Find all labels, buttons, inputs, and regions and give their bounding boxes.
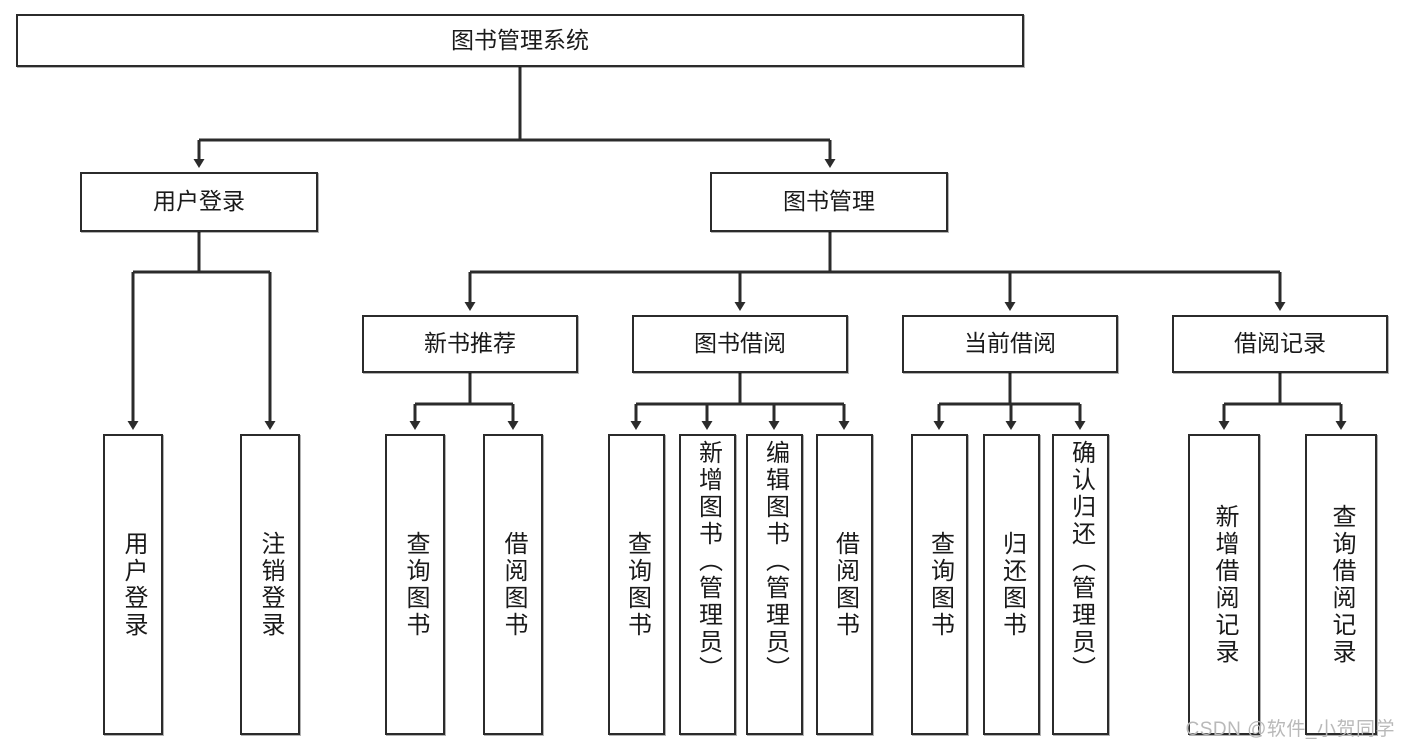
node-label: 借阅图书 [500,530,527,639]
node-label: 借阅图书 [831,530,859,639]
watermark: CSDN @软件_小贺同学 [1185,719,1395,740]
node-label: 借阅记录 [1234,330,1326,357]
node-label: 查询图书 [402,530,429,639]
node-label: 当前借阅 [964,330,1056,357]
node-leaf-confirm-return-admin[interactable]: 确认归还（管理员） [1052,434,1109,735]
node-level1-user-login[interactable]: 用户登录 [80,172,318,232]
node-level2-new-book-recommend[interactable]: 新书推荐 [362,315,578,373]
node-leaf-borrow-book-recommend[interactable]: 借阅图书 [483,434,543,735]
node-label: 编辑图书（管理员） [761,440,789,683]
node-level2-current-borrow[interactable]: 当前借阅 [902,315,1118,373]
node-label: 用户登录 [153,188,245,215]
node-leaf-edit-book-admin[interactable]: 编辑图书（管理员） [746,434,803,735]
node-leaf-query-book-recommend[interactable]: 查询图书 [385,434,445,735]
node-label: 查询图书 [623,530,651,639]
node-label: 查询借阅记录 [1328,503,1355,666]
node-leaf-query-book-current[interactable]: 查询图书 [911,434,968,735]
node-label: 注销登录 [257,530,284,639]
node-label: 图书借阅 [694,330,786,357]
node-label: 确认归还（管理员） [1067,440,1095,683]
node-level2-book-borrow[interactable]: 图书借阅 [632,315,848,373]
node-label: 新书推荐 [424,330,516,357]
node-label: 用户登录 [120,530,147,639]
node-leaf-user-login[interactable]: 用户登录 [103,434,163,735]
node-label: 查询图书 [926,530,954,639]
node-level1-book-management[interactable]: 图书管理 [710,172,948,232]
node-leaf-borrow-book[interactable]: 借阅图书 [816,434,873,735]
node-leaf-return-book[interactable]: 归还图书 [983,434,1040,735]
node-leaf-add-book-admin[interactable]: 新增图书（管理员） [679,434,736,735]
node-level2-borrow-record[interactable]: 借阅记录 [1172,315,1388,373]
node-label: 图书管理 [783,188,875,215]
node-label: 新增图书（管理员） [694,440,722,683]
node-leaf-add-borrow-record[interactable]: 新增借阅记录 [1188,434,1260,735]
node-label: 归还图书 [998,530,1026,639]
node-label: 新增借阅记录 [1211,503,1238,666]
node-leaf-query-borrow-record[interactable]: 查询借阅记录 [1305,434,1377,735]
node-leaf-query-book-borrow[interactable]: 查询图书 [608,434,665,735]
node-root[interactable]: 图书管理系统 [16,14,1024,67]
node-leaf-logout[interactable]: 注销登录 [240,434,300,735]
node-label: 图书管理系统 [451,26,589,53]
